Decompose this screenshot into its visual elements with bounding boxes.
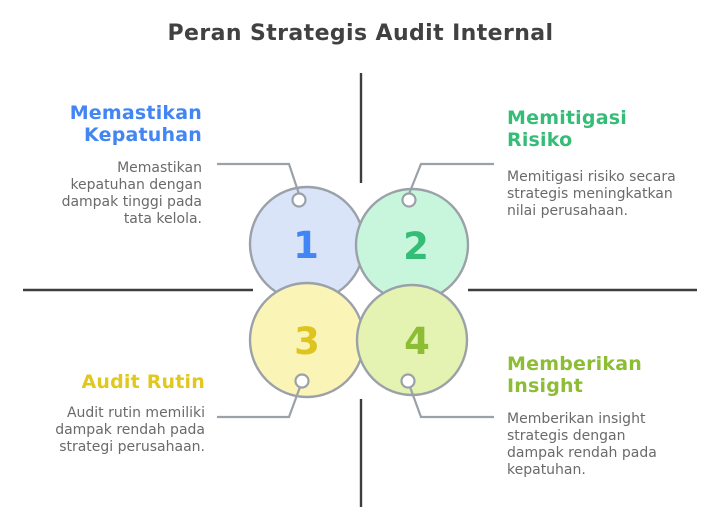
connector-line-1	[217, 162, 301, 195]
quadrant-heading: Memastikan Kepatuhan	[22, 102, 202, 146]
quadrant-label-memitigasi-risiko: Memitigasi Risiko Memitigasi risiko seca…	[507, 107, 703, 220]
heading-line: Insight	[507, 375, 584, 397]
heading-line: Memberikan	[507, 353, 642, 375]
heading-line: Memitigasi	[507, 107, 627, 129]
heading-line: Memastikan	[69, 102, 202, 124]
anchor-dot-icon-4	[400, 373, 416, 389]
page-title: Peran Strategis Audit Internal	[167, 21, 554, 46]
heading-line: Audit Rutin	[81, 371, 205, 393]
heading-line: Risiko	[507, 129, 573, 151]
connector-line-2	[407, 162, 494, 195]
quadrant-description: Memberikan insight strategis dengan damp…	[507, 411, 657, 478]
anchor-dot-icon-1	[291, 192, 307, 208]
circle-number-2: 2	[403, 225, 429, 268]
circle-number-3: 3	[294, 320, 320, 363]
connector-line-4	[408, 386, 494, 419]
connectors	[217, 162, 494, 419]
circle-number-4: 4	[404, 320, 430, 363]
quadrant-description: Memastikan kepatuhan dengan dampak tingg…	[61, 160, 202, 227]
quadrant-heading: Memitigasi Risiko	[507, 107, 703, 151]
quadrant-label-memberikan-insight: Memberikan Insight Memberikan insight st…	[507, 353, 703, 479]
axis-cross	[23, 73, 697, 507]
quadrant-label-memastikan-kepatuhan: Memastikan Kepatuhan Memastikan kepatuha…	[22, 102, 202, 228]
anchor-dots	[291, 192, 417, 389]
quadrant-description: Memitigasi risiko secara strategis menin…	[507, 169, 676, 219]
quadrant-label-audit-rutin: Audit Rutin Audit rutin memiliki dampak …	[22, 371, 205, 456]
quadrant-description: Audit rutin memiliki dampak rendah pada …	[55, 405, 205, 455]
connector-line-3	[217, 386, 302, 419]
circle-number-1: 1	[293, 224, 319, 267]
quadrant-heading: Audit Rutin	[22, 371, 205, 393]
heading-line: Kepatuhan	[84, 124, 202, 146]
quadrant-heading: Memberikan Insight	[507, 353, 703, 397]
anchor-dot-icon-3	[294, 373, 310, 389]
circle-cluster	[248, 185, 470, 399]
anchor-dot-icon-2	[401, 192, 417, 208]
